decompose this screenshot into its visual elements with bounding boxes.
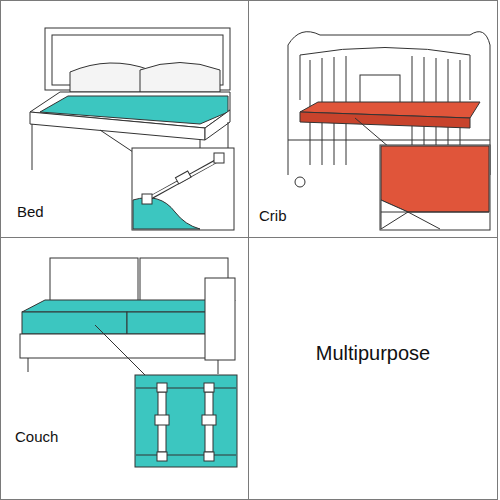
cushion-edge	[136, 388, 236, 389]
buckle	[202, 415, 216, 425]
bed-illustration	[30, 28, 234, 230]
panel-label: Bed	[17, 203, 44, 220]
clip	[214, 153, 224, 163]
buckle	[155, 415, 169, 425]
panel-label: Crib	[259, 207, 287, 224]
panel-box: Bed	[0, 0, 249, 238]
couch-leg	[28, 358, 29, 372]
pillow	[70, 63, 150, 92]
panel-box: Multipurpose	[248, 237, 498, 500]
crib-illustration	[288, 32, 490, 230]
clip	[157, 383, 167, 392]
buckle	[175, 171, 191, 184]
panel-box: Couch	[0, 237, 249, 500]
panel-label: Multipurpose	[249, 342, 497, 365]
clip	[204, 452, 214, 461]
strap	[151, 161, 217, 197]
panel-label: Couch	[15, 428, 58, 445]
strap	[150, 160, 218, 198]
clip	[204, 383, 214, 392]
inset-frame	[135, 375, 237, 467]
wheel	[295, 177, 305, 187]
seat-cushion	[22, 300, 235, 312]
couch-base	[20, 334, 232, 358]
bed-side	[205, 110, 230, 140]
strap-line	[381, 212, 489, 213]
mattress-corner	[381, 146, 489, 212]
corner-strap	[381, 200, 408, 229]
inset-frame	[132, 148, 234, 230]
bed-leg	[32, 124, 33, 170]
crib-pillow	[360, 75, 400, 103]
couch-arm	[205, 278, 235, 360]
strap-line	[408, 212, 440, 229]
pillow	[140, 63, 220, 93]
seat-cushion	[22, 312, 127, 334]
clip	[157, 452, 167, 461]
crib-rail	[288, 140, 490, 141]
clip	[142, 194, 152, 204]
crib-mattress-side	[300, 112, 470, 128]
couch-leg	[218, 360, 219, 374]
inset-frame	[380, 145, 490, 230]
cushion-edge	[136, 455, 236, 456]
panel-box: Crib	[248, 0, 498, 238]
bed-side	[30, 112, 205, 140]
